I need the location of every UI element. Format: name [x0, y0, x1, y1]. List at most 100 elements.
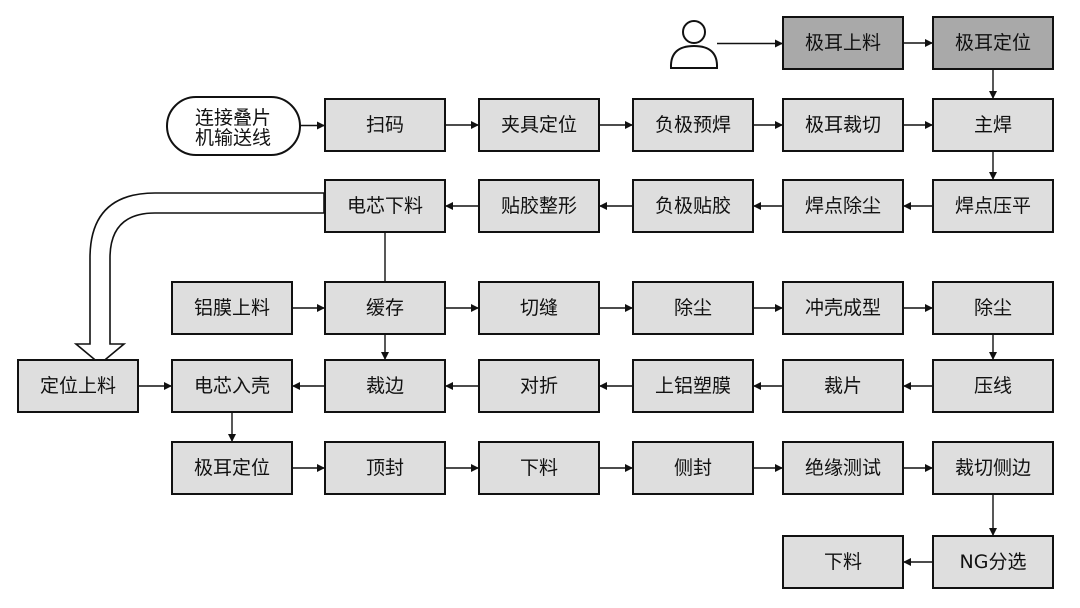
- node-label: 定位上料: [40, 375, 116, 397]
- node-box: [932, 16, 1054, 70]
- node-box: [782, 535, 904, 589]
- node-box: [782, 359, 904, 413]
- node-box: [782, 441, 904, 495]
- node-slit: 切缝: [478, 281, 600, 335]
- node-pos-load: 定位上料: [17, 359, 139, 413]
- transfer-arrow: [73, 192, 325, 366]
- nodes: 极耳上料极耳定位扫码夹具定位负极预焊极耳裁切主焊电芯下料贴胶整形负极贴胶焊点除尘…: [17, 16, 1054, 589]
- node-cut-piece: 裁片: [782, 359, 904, 413]
- node-box: [171, 359, 293, 413]
- node-box: [171, 441, 293, 495]
- node-label: 下料: [824, 551, 862, 573]
- node-box: [932, 98, 1054, 152]
- node-label: 极耳定位: [194, 457, 270, 479]
- node-label: 压线: [974, 375, 1012, 397]
- node-box: [171, 281, 293, 335]
- node-buffer: 缓存: [324, 281, 446, 335]
- node-label: 对折: [520, 375, 558, 397]
- node-label: 电芯入壳: [194, 375, 270, 397]
- node-label: 绝缘测试: [805, 457, 881, 479]
- node-label: 极耳裁切: [805, 114, 881, 136]
- person-icon: [669, 20, 719, 69]
- node-label: 冲壳成型: [805, 297, 881, 319]
- node-label: 切缝: [520, 297, 558, 319]
- node-box: [932, 281, 1054, 335]
- node-label: 极耳定位: [955, 32, 1031, 54]
- node-box: [17, 359, 139, 413]
- node-al-film: 上铝塑膜: [632, 359, 754, 413]
- node-side-trim: 裁切侧边: [932, 441, 1054, 495]
- node-al-load: 铝膜上料: [171, 281, 293, 335]
- node-punch: 冲壳成型: [782, 281, 904, 335]
- node-box: [632, 441, 754, 495]
- node-label: 焊点除尘: [805, 195, 881, 217]
- node-dust1: 除尘: [632, 281, 754, 335]
- node-label: 顶封: [366, 457, 404, 479]
- node-box: [324, 281, 446, 335]
- node-main-weld: 主焊: [932, 98, 1054, 152]
- node-box: [478, 98, 600, 152]
- node-label: 负极贴胶: [655, 195, 731, 217]
- node-label: 除尘: [674, 297, 712, 319]
- node-box: [632, 359, 754, 413]
- node-fold: 对折: [478, 359, 600, 413]
- node-tape-shape: 贴胶整形: [478, 179, 600, 233]
- node-ear-load: 极耳上料: [782, 16, 904, 70]
- node-unload1: 下料: [478, 441, 600, 495]
- node-label: 负极预焊: [655, 114, 731, 136]
- node-label: 侧封: [674, 457, 712, 479]
- node-box: [478, 359, 600, 413]
- node-neg-preweld: 负极预焊: [632, 98, 754, 152]
- node-label: 裁片: [824, 375, 862, 397]
- node-label: 铝膜上料: [194, 297, 270, 319]
- node-weld-flat: 焊点压平: [932, 179, 1054, 233]
- node-label: 裁边: [366, 375, 404, 397]
- node-box: [932, 441, 1054, 495]
- node-label: 缓存: [366, 297, 404, 319]
- node-label: 裁切侧边: [955, 457, 1031, 479]
- node-label: 电芯下料: [347, 195, 423, 217]
- node-box: [932, 535, 1054, 589]
- node-label: 极耳上料: [805, 32, 881, 54]
- node-label: 上铝塑膜: [655, 375, 731, 397]
- node-label: NG分选: [960, 551, 1027, 573]
- node-box: [782, 16, 904, 70]
- node-edge-trim: 裁边: [324, 359, 446, 413]
- node-label: 夹具定位: [501, 114, 577, 136]
- node-box: [324, 441, 446, 495]
- node-box: [632, 179, 754, 233]
- node-ear-cut: 极耳裁切: [782, 98, 904, 152]
- node-fixture: 夹具定位: [478, 98, 600, 152]
- node-box: [782, 179, 904, 233]
- node-box: [324, 179, 446, 233]
- node-box: [324, 359, 446, 413]
- node-insulation: 绝缘测试: [782, 441, 904, 495]
- node-unload2: 下料: [782, 535, 904, 589]
- conveyor-line-1: 连接叠片: [195, 107, 271, 129]
- node-cell-unload: 电芯下料: [324, 179, 446, 233]
- node-top-seal: 顶封: [324, 441, 446, 495]
- node-ng-sort: NG分选: [932, 535, 1054, 589]
- node-side-seal: 侧封: [632, 441, 754, 495]
- node-dust2: 除尘: [932, 281, 1054, 335]
- node-box: [478, 179, 600, 233]
- node-box: [632, 281, 754, 335]
- node-box: [478, 281, 600, 335]
- node-scan: 扫码: [324, 98, 446, 152]
- node-box: [782, 98, 904, 152]
- node-cell-in: 电芯入壳: [171, 359, 293, 413]
- node-box: [478, 441, 600, 495]
- node-box: [632, 98, 754, 152]
- node-press-line: 压线: [932, 359, 1054, 413]
- node-neg-tape: 负极贴胶: [632, 179, 754, 233]
- node-ear-pos2: 极耳定位: [171, 441, 293, 495]
- node-label: 扫码: [366, 114, 404, 136]
- node-ear-pos1: 极耳定位: [932, 16, 1054, 70]
- node-box: [782, 281, 904, 335]
- node-label: 主焊: [974, 114, 1012, 136]
- node-box: [932, 359, 1054, 413]
- node-label: 焊点压平: [955, 195, 1031, 217]
- node-label: 除尘: [974, 297, 1012, 319]
- node-box: [932, 179, 1054, 233]
